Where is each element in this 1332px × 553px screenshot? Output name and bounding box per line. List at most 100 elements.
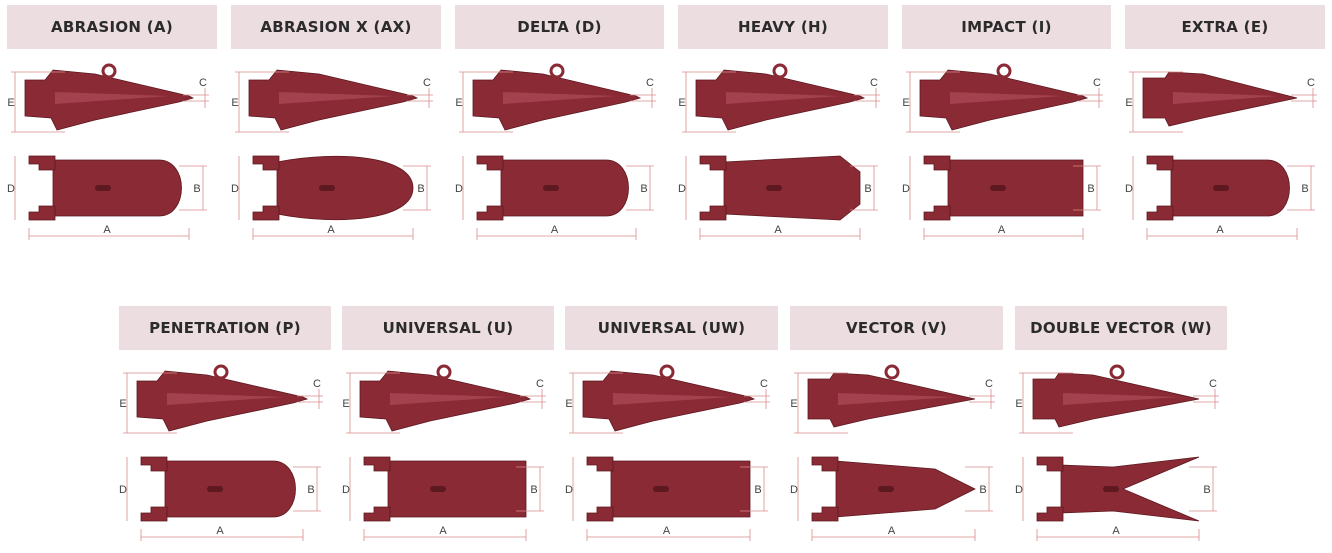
dimension-b: B [740, 466, 768, 512]
dimension-c: C [854, 77, 880, 108]
dimension-label-c: C [536, 378, 544, 390]
dimension-a: A [699, 224, 861, 240]
dimension-c: C [969, 378, 995, 409]
dimension-c: C [630, 77, 656, 108]
dimension-a: A [811, 525, 976, 541]
plan-body [1060, 456, 1200, 522]
dimension-label-c: C [760, 378, 768, 390]
adapter-arm-bottom [699, 205, 727, 221]
dimension-label-d: D [790, 484, 798, 496]
pin-slot [319, 185, 335, 191]
adapter-arm-bottom [1036, 506, 1064, 522]
dimension-b: B [1287, 165, 1315, 211]
adapter-arm-bottom [476, 205, 504, 221]
dimension-label-e: E [902, 97, 909, 109]
dimension-label-b: B [307, 484, 314, 496]
pin-slot [1103, 486, 1119, 492]
dimension-d: D [455, 156, 464, 220]
side-highlight [1063, 393, 1179, 405]
side-highlight [390, 393, 506, 405]
plan-body [947, 159, 1084, 217]
dimension-label-b: B [1301, 183, 1308, 195]
dimension-label-a: A [551, 224, 559, 236]
adapter-arm-bottom [811, 506, 839, 522]
dimension-e: E [7, 71, 65, 133]
dimension-label-d: D [119, 484, 127, 496]
dimension-e: E [119, 372, 177, 434]
dimension-label-d: D [1125, 183, 1133, 195]
dimension-label-a: A [998, 224, 1006, 236]
pin-slot [1213, 185, 1229, 191]
tooth-card-title: UNIVERSAL (U) [342, 306, 554, 350]
dimension-label-b: B [754, 484, 761, 496]
tooth-card-title: HEAVY (H) [678, 5, 888, 49]
dimension-label-d: D [902, 183, 910, 195]
dimension-d: D [1125, 156, 1134, 220]
adapter-arm-bottom [586, 506, 614, 522]
dimension-c: C [183, 77, 209, 108]
pin-slot [653, 486, 669, 492]
lifting-lug [1109, 364, 1125, 380]
plan-body [52, 159, 182, 217]
adapter-arm-top [1036, 456, 1064, 472]
side-highlight [613, 393, 730, 405]
dimension-d: D [902, 156, 911, 220]
dimension-label-a: A [888, 525, 896, 537]
dimension-label-e: E [1015, 398, 1022, 410]
dimension-a: A [1036, 525, 1200, 541]
lifting-lug [772, 63, 788, 79]
dimension-e: E [231, 71, 289, 133]
pin-slot [95, 185, 111, 191]
plan-body [1170, 159, 1290, 217]
adapter-arm-top [476, 155, 504, 171]
dimension-c: C [1291, 77, 1317, 108]
adapter-arm-bottom [923, 205, 951, 221]
plan-body [835, 460, 976, 518]
tooth-card-title: PENETRATION (P) [119, 306, 331, 350]
side-highlight [950, 92, 1063, 104]
adapter-arm-top [140, 456, 168, 472]
dimension-label-e: E [678, 97, 685, 109]
tooth-card-title: ABRASION (A) [7, 5, 217, 49]
dimension-label-a: A [327, 224, 335, 236]
side-highlight [503, 92, 616, 104]
dimension-label-e: E [231, 97, 238, 109]
dimension-a: A [1146, 224, 1298, 240]
side-highlight [167, 393, 283, 405]
dimension-label-b: B [864, 183, 871, 195]
dimension-e: E [902, 71, 960, 133]
side-highlight [838, 393, 955, 405]
adapter-arm-bottom [140, 506, 168, 522]
lifting-lug [436, 364, 452, 380]
plan-body [164, 460, 296, 518]
dimension-e: E [565, 372, 623, 434]
lifting-lug [996, 63, 1012, 79]
dimension-label-c: C [199, 77, 207, 89]
dimension-d: D [231, 156, 240, 220]
dimension-label-c: C [870, 77, 878, 89]
dimension-label-d: D [565, 484, 573, 496]
dimension-label-c: C [1209, 378, 1217, 390]
dimension-b: B [179, 165, 207, 211]
pin-slot [878, 486, 894, 492]
side-highlight [726, 92, 840, 104]
dimension-a: A [363, 525, 527, 541]
dimension-e: E [678, 71, 736, 133]
dimension-label-a: A [439, 525, 447, 537]
dimension-label-d: D [231, 183, 239, 195]
adapter-arm-top [699, 155, 727, 171]
tooth-card-title: VECTOR (V) [790, 306, 1003, 350]
dimension-a: A [923, 224, 1084, 240]
dimension-label-e: E [342, 398, 349, 410]
